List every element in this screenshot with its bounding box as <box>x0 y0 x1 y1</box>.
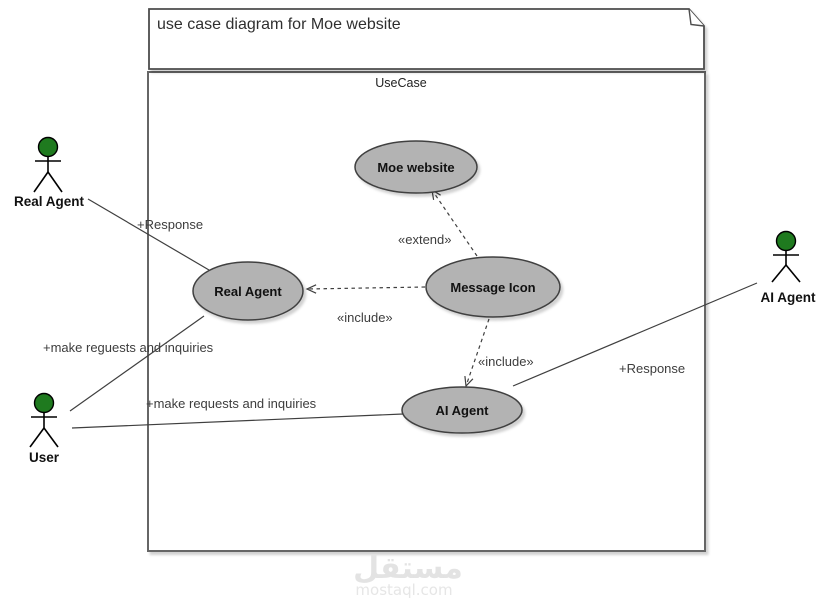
edge-user-to-ai-agent <box>71 413 404 429</box>
usecase-message-icon-shape <box>425 256 561 318</box>
edge-label-real-agent-response: +Response <box>137 217 203 232</box>
diagram-title: use case diagram for Moe website <box>157 16 401 33</box>
usecase-real-agent-label: Real Agent <box>214 284 282 299</box>
include-to-real-agent-label: «include» <box>337 310 393 325</box>
note-shape <box>148 8 705 70</box>
usecase-ai-agent-label: AI Agent <box>436 403 490 418</box>
watermark: مستقل mostaql.com <box>353 551 463 599</box>
edge-label-user-to-ai-agent: +make requests and inquiries <box>146 396 317 411</box>
extend-label: «extend» <box>398 232 452 247</box>
usecase-ai-agent-shape <box>401 386 523 434</box>
include-to-ai-agent-label: «include» <box>478 354 534 369</box>
association-edges: +Response +make reguests and inquiries +… <box>43 198 758 429</box>
stick-figure-icon <box>771 230 801 283</box>
title-note: use case diagram for Moe website <box>148 8 705 70</box>
watermark-site-text: mostaql.com <box>355 581 452 599</box>
dependency-edges: «extend» «include» «include» <box>305 188 534 388</box>
usecase-moe-website: Moe website <box>354 140 478 194</box>
usecase-message-icon: Message Icon <box>425 256 561 318</box>
actor-user-label: User <box>29 450 60 465</box>
usecase-moe-website-shape <box>354 140 478 194</box>
usecase-moe-website-label: Moe website <box>377 160 454 175</box>
use-cases: Moe website Real Agent Message Icon AI A… <box>192 140 561 434</box>
usecase-real-agent: Real Agent <box>192 261 304 321</box>
edge-ai-agent-response <box>512 282 758 387</box>
include-real-arrowhead-icon <box>305 284 317 294</box>
edge-label-user-to-real-agent: +make reguests and inquiries <box>43 340 214 355</box>
edge-user-to-real-agent <box>69 315 205 412</box>
usecase-real-agent-shape <box>192 261 304 321</box>
edge-label-ai-agent-response: +Response <box>619 361 685 376</box>
edge-include-to-ai-agent <box>465 318 490 387</box>
stick-figure-icon <box>29 392 59 448</box>
folded-corner-icon <box>688 8 705 27</box>
stick-figure-icon <box>33 136 63 193</box>
watermark-logo: مستقل <box>353 551 463 586</box>
actor-user: User <box>29 392 60 465</box>
actor-real-agent: Real Agent <box>14 136 85 209</box>
usecase-message-icon-label: Message Icon <box>450 280 535 295</box>
usecase-ai-agent: AI Agent <box>401 386 523 434</box>
actor-real-agent-label: Real Agent <box>14 194 85 209</box>
actor-ai-agent: AI Agent <box>761 230 816 305</box>
system-boundary-label: UseCase <box>375 76 426 90</box>
edge-real-agent-response <box>87 198 210 271</box>
actor-ai-agent-label: AI Agent <box>761 290 816 305</box>
edge-include-to-real-agent <box>306 286 426 290</box>
include-ai-arrowhead-icon <box>464 376 474 388</box>
